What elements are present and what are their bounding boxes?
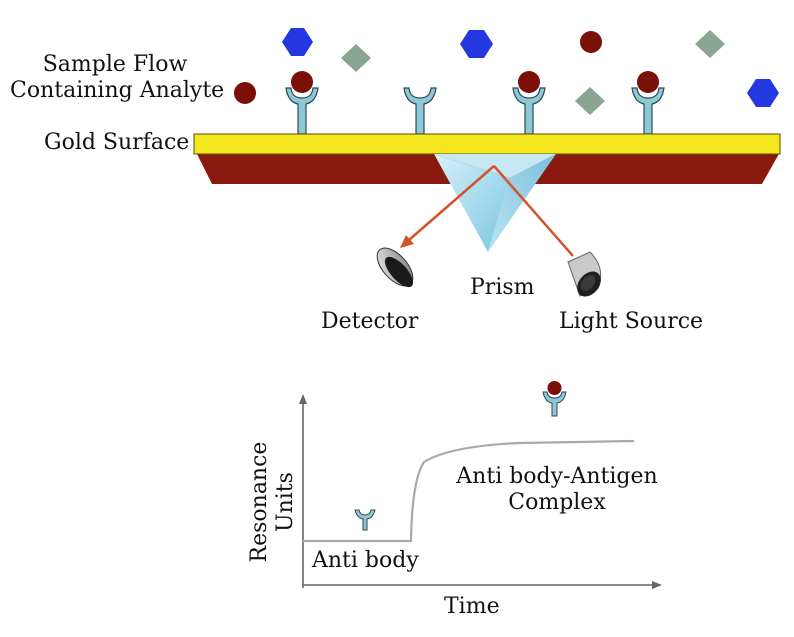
x-axis-label: Time xyxy=(444,594,500,619)
y-axis-label-line1: Resonance xyxy=(247,441,272,563)
gold-surface-label: Gold Surface xyxy=(44,130,190,155)
bound-antigen xyxy=(518,71,540,93)
graph-axes xyxy=(299,394,662,589)
gold-surface-layer xyxy=(193,133,781,155)
analyte-diamond xyxy=(341,44,371,72)
light-source-label: Light Source xyxy=(559,309,704,334)
prism-label: Prism xyxy=(470,275,535,300)
bound-antigen xyxy=(637,71,659,93)
graph-antibody-icon xyxy=(354,509,376,531)
analyte-hexagon xyxy=(460,30,493,58)
antibody-with-antigen xyxy=(285,87,319,135)
sample-flow-label-line1: Sample Flow xyxy=(42,52,188,77)
sample-flow-label: Sample Flow Containing Analyte xyxy=(10,52,225,104)
complex-label: Anti body-Antigen Complex xyxy=(452,464,662,516)
sample-flow-label-line2: Containing Analyte xyxy=(10,78,225,103)
antibody-free xyxy=(403,87,437,135)
graph-complex-icon xyxy=(542,391,567,417)
detector-device xyxy=(376,247,414,288)
analyte-hexagon xyxy=(747,79,779,107)
resonance-curve xyxy=(303,439,635,543)
analyte-diamond xyxy=(575,87,605,115)
antibody-with-antigen xyxy=(631,87,665,135)
antibody-with-antigen xyxy=(512,87,546,135)
complex-label-line1: Anti body-Antigen xyxy=(456,464,658,489)
bound-antigen xyxy=(291,71,313,93)
antigen-particle xyxy=(580,31,602,53)
light-source-device xyxy=(567,251,602,297)
analyte-hexagon xyxy=(282,28,313,56)
analyte-diamond xyxy=(695,30,725,58)
complex-label-line2: Complex xyxy=(508,490,606,515)
graph-complex-antigen xyxy=(547,381,562,395)
y-axis-label: Resonance Units xyxy=(247,417,299,587)
light-beams xyxy=(408,165,574,257)
beam-arrowhead xyxy=(400,235,414,248)
baseline-label: Anti body xyxy=(312,548,419,573)
antigen-particle xyxy=(234,82,256,104)
detector-label: Detector xyxy=(321,309,419,334)
y-axis-label-line2: Units xyxy=(273,472,298,532)
